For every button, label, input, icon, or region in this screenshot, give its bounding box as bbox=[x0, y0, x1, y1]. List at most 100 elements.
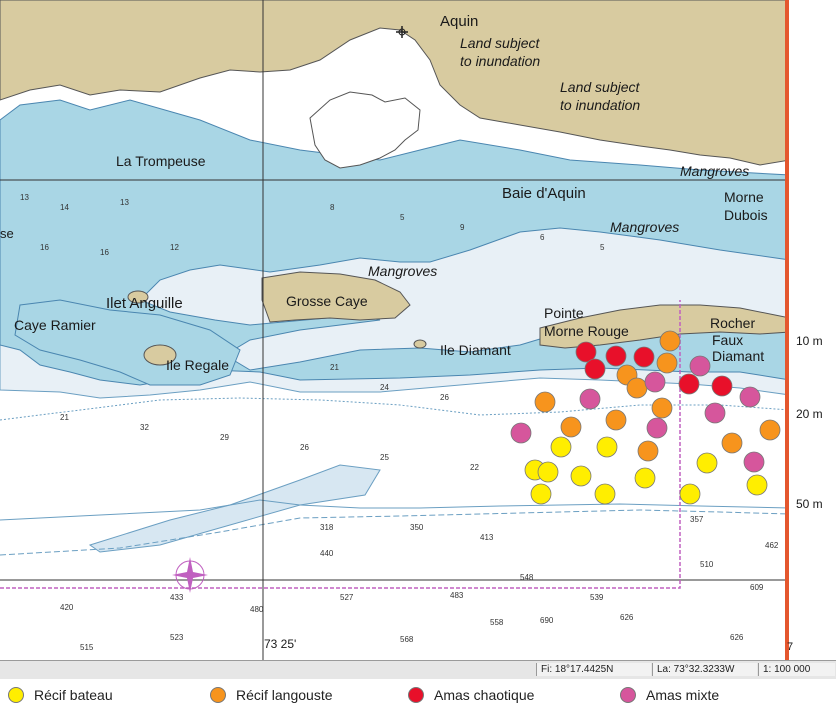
reef-point-recif-bateau bbox=[746, 474, 768, 496]
status-longitude: La: 73°32.3233W bbox=[652, 663, 757, 676]
svg-text:26: 26 bbox=[300, 443, 309, 452]
legend-item-recif-bateau: Récif bateau bbox=[8, 685, 113, 705]
svg-text:22: 22 bbox=[470, 463, 479, 472]
legend-swatch bbox=[408, 687, 424, 703]
reef-point-recif-langouste bbox=[656, 352, 678, 374]
reef-point-recif-bateau bbox=[634, 467, 656, 489]
svg-text:8: 8 bbox=[330, 203, 335, 212]
svg-text:357: 357 bbox=[690, 515, 704, 524]
svg-text:9: 9 bbox=[460, 223, 465, 232]
depth-scale-10m: 10 m bbox=[796, 334, 823, 348]
note-inundation-2a: Land subject bbox=[560, 79, 641, 95]
note-mangroves-2: Mangroves bbox=[610, 219, 679, 235]
reef-point-recif-langouste bbox=[721, 432, 743, 454]
svg-text:32: 32 bbox=[140, 423, 149, 432]
svg-text:16: 16 bbox=[40, 243, 49, 252]
svg-text:515: 515 bbox=[80, 643, 94, 652]
svg-text:350: 350 bbox=[410, 523, 424, 532]
reef-point-amas-mixte bbox=[704, 402, 726, 424]
place-aquin: Aquin bbox=[440, 13, 478, 30]
svg-text:539: 539 bbox=[590, 593, 604, 602]
place-la-trompeuse: La Trompeuse bbox=[116, 153, 206, 169]
reef-point-amas-mixte bbox=[646, 417, 668, 439]
legend-item-amas-mixte: Amas mixte bbox=[620, 685, 719, 705]
reef-point-amas-chaotique bbox=[584, 358, 606, 380]
svg-text:6: 6 bbox=[540, 233, 545, 242]
svg-text:25: 25 bbox=[380, 453, 389, 462]
svg-text:318: 318 bbox=[320, 523, 334, 532]
reef-point-recif-bateau bbox=[550, 436, 572, 458]
svg-text:5: 5 bbox=[400, 213, 405, 222]
reef-point-recif-bateau bbox=[530, 483, 552, 505]
reef-point-recif-langouste bbox=[651, 397, 673, 419]
reef-point-amas-chaotique bbox=[633, 346, 655, 368]
svg-text:24: 24 bbox=[380, 383, 389, 392]
note-inundation-2b: to inundation bbox=[560, 97, 640, 113]
place-rocher: Rocher bbox=[710, 315, 755, 331]
svg-text:13: 13 bbox=[20, 193, 29, 202]
place-faux: Faux bbox=[712, 332, 743, 348]
svg-text:568: 568 bbox=[400, 635, 414, 644]
svg-text:413: 413 bbox=[480, 533, 494, 542]
svg-text:433: 433 bbox=[170, 593, 184, 602]
restricted-area-border bbox=[0, 300, 681, 589]
mainland bbox=[0, 0, 791, 166]
grosse-caye-land bbox=[261, 271, 411, 323]
place-baie-aquin: Baie d'Aquin bbox=[502, 185, 586, 202]
place-morne-rouge: Morne Rouge bbox=[544, 323, 629, 339]
place-ilet-anguille: Ilet Anguille bbox=[106, 295, 183, 312]
svg-text:29: 29 bbox=[220, 433, 229, 442]
reef-point-recif-bateau bbox=[594, 483, 616, 505]
note-mangroves-1: Mangroves bbox=[680, 163, 749, 179]
legend-item-recif-langouste: Récif langouste bbox=[210, 685, 333, 705]
svg-text:690: 690 bbox=[540, 616, 554, 625]
reef-point-amas-chaotique bbox=[575, 341, 597, 363]
legend-swatch bbox=[620, 687, 636, 703]
svg-text:21: 21 bbox=[330, 363, 339, 372]
status-scale: 1: 100 000 bbox=[758, 663, 835, 676]
reef-point-recif-langouste bbox=[626, 377, 648, 399]
reef-point-recif-bateau bbox=[696, 452, 718, 474]
svg-text:26: 26 bbox=[440, 393, 449, 402]
ile-diamant-land bbox=[413, 339, 427, 349]
ile-regale-land bbox=[143, 344, 177, 366]
svg-text:14: 14 bbox=[60, 203, 69, 212]
svg-text:480: 480 bbox=[250, 605, 264, 614]
reef-point-recif-bateau bbox=[679, 483, 701, 505]
svg-text:21: 21 bbox=[60, 413, 69, 422]
reef-point-recif-bateau bbox=[596, 436, 618, 458]
svg-text:548: 548 bbox=[520, 573, 534, 582]
svg-text:5: 5 bbox=[600, 243, 605, 252]
reef-point-recif-langouste bbox=[637, 440, 659, 462]
place-morne-dubois-2: Dubois bbox=[724, 207, 768, 223]
legend: Récif bateau Récif langouste Amas chaoti… bbox=[0, 679, 836, 713]
svg-text:626: 626 bbox=[620, 613, 634, 622]
place-ile-diamant: Ile Diamant bbox=[440, 342, 511, 358]
svg-text:523: 523 bbox=[170, 633, 184, 642]
chart-border-red bbox=[785, 0, 789, 660]
svg-text:626: 626 bbox=[730, 633, 744, 642]
svg-text:13: 13 bbox=[120, 198, 129, 207]
svg-text:16: 16 bbox=[100, 248, 109, 257]
compass-rose-icon bbox=[172, 557, 208, 593]
svg-text:510: 510 bbox=[700, 560, 714, 569]
legend-swatch bbox=[8, 687, 24, 703]
reef-point-recif-langouste bbox=[605, 409, 627, 431]
contour-50m bbox=[0, 499, 791, 521]
reef-points bbox=[510, 330, 781, 505]
legend-swatch bbox=[210, 687, 226, 703]
svg-text:558: 558 bbox=[490, 618, 504, 627]
reef-point-amas-mixte bbox=[689, 355, 711, 377]
reef-point-recif-bateau bbox=[537, 461, 559, 483]
place-se-cut: se bbox=[0, 226, 14, 241]
svg-text:420: 420 bbox=[60, 603, 74, 612]
place-morne-dubois-1: Morne bbox=[724, 189, 764, 205]
depth-scale-50m: 50 m bbox=[796, 497, 823, 511]
reef-point-recif-bateau bbox=[570, 465, 592, 487]
church-icon bbox=[396, 26, 408, 38]
inundation-area bbox=[309, 91, 421, 169]
reef-point-amas-mixte bbox=[739, 386, 761, 408]
reef-point-amas-chaotique bbox=[605, 345, 627, 367]
